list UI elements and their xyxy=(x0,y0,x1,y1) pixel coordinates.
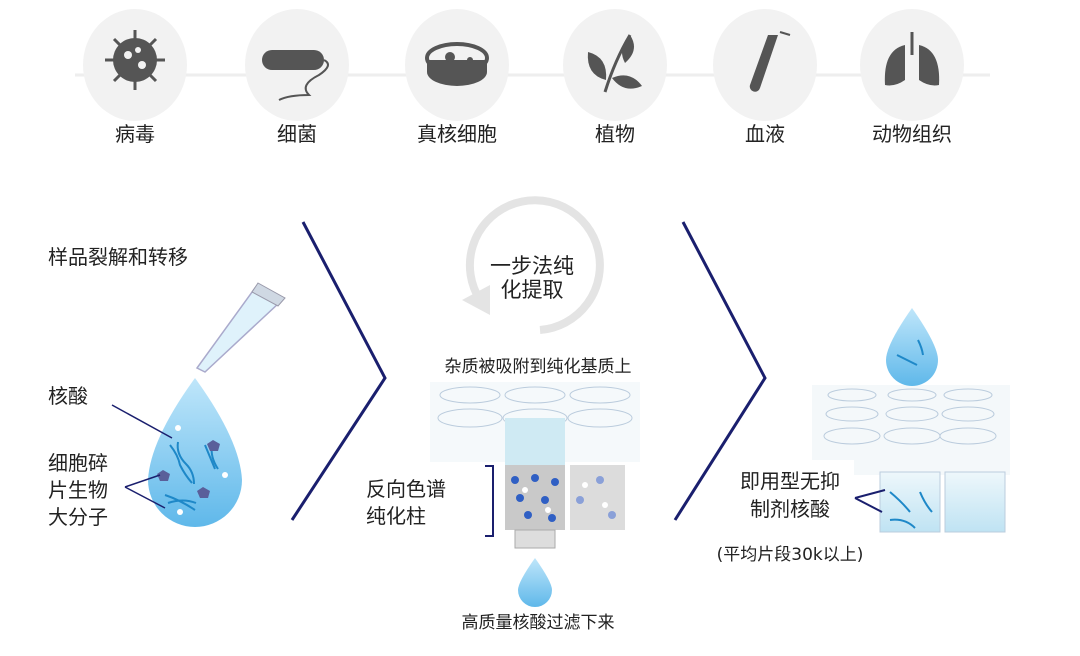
source-label-bacteria: 细菌 xyxy=(277,122,317,146)
plant-icon xyxy=(563,9,667,121)
bacteria-icon xyxy=(245,9,349,121)
cycle-arrow-icon xyxy=(462,196,604,334)
chevron-arrow-2 xyxy=(673,221,767,521)
label-box xyxy=(722,460,854,536)
dna-icon xyxy=(164,441,219,511)
column-bracket xyxy=(485,465,494,537)
step1-title: 样品裂解和转移 xyxy=(48,245,188,269)
filtrate-note: 高质量核酸过滤下来 xyxy=(461,613,615,633)
virus-icon xyxy=(83,9,187,121)
product-drop-icon xyxy=(886,308,938,386)
source-label-tissue: 动物组织 xyxy=(872,122,952,146)
pointer-lines xyxy=(111,404,173,509)
chevron-arrow-1 xyxy=(290,221,387,521)
pipette-icon xyxy=(195,282,286,373)
petri-dish-icon xyxy=(405,9,509,121)
debris-icon xyxy=(157,440,220,498)
source-label-plant: 植物 xyxy=(595,122,635,146)
impurity-note: 杂质被吸附到纯化基质上 xyxy=(444,357,632,377)
column-label: 反向色谱 纯化柱 xyxy=(366,477,446,528)
fragment-note: (平均片段30k以上) xyxy=(716,545,864,565)
filtrate-drop-icon xyxy=(518,558,552,607)
source-label-virus: 病毒 xyxy=(115,122,155,146)
source-label-blood: 血液 xyxy=(745,122,785,146)
nucleic-acid-label: 核酸 xyxy=(48,384,88,408)
cycle-label: 一步法纯 化提取 xyxy=(490,254,574,302)
blood-tube-icon xyxy=(713,9,817,121)
sample-drop-icon xyxy=(148,378,242,527)
column-plate xyxy=(430,382,640,549)
lungs-icon xyxy=(860,9,964,121)
source-label-eukaryotic: 真核细胞 xyxy=(417,122,497,146)
debris-label: 细胞碎 片生物 大分子 xyxy=(48,451,108,529)
product-label: 即用型无抑 制剂核酸 xyxy=(740,469,840,521)
